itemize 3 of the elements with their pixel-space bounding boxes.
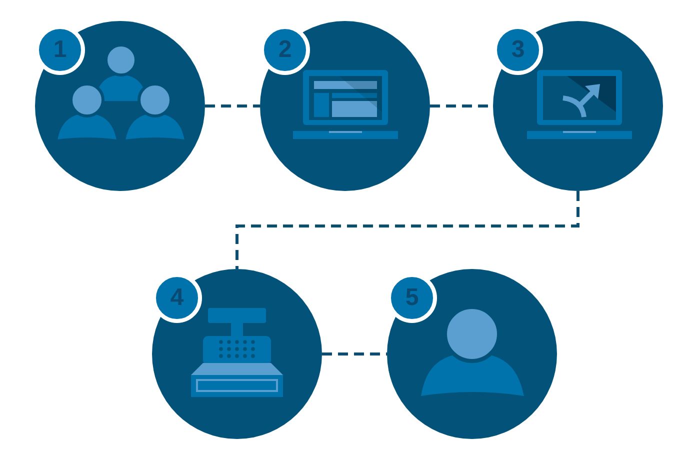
dashed-connector: [322, 352, 387, 356]
dashed-connector: [236, 191, 580, 269]
dashed-connector: [205, 104, 260, 108]
